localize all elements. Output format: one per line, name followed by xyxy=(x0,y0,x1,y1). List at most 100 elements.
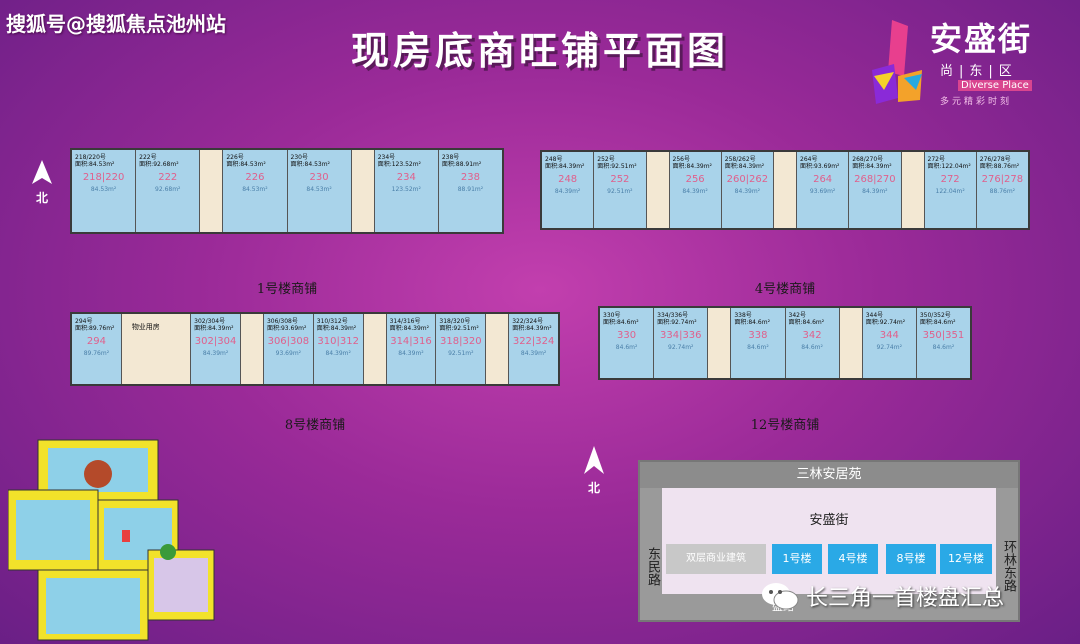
unit-big: 260|262 xyxy=(726,174,769,185)
unit-area: 面积:84.53m² xyxy=(75,161,115,168)
caption-building-8: 8号楼商铺 xyxy=(284,418,346,433)
site-map: 三林安居苑 东民路 环林东路 安盛街 双层商业建筑 1号楼 4号楼 8号楼 12… xyxy=(638,460,1020,622)
logo-tag: 多元精彩时刻 xyxy=(940,97,1013,107)
block-12: 12号楼 xyxy=(940,544,992,574)
unit-area: 面积:84.39m² xyxy=(545,163,585,170)
unit-big: 248 xyxy=(558,174,578,185)
unit-area: 面积:92.68m² xyxy=(139,161,179,168)
wechat-watermark: 长三角一首楼盘汇总 xyxy=(760,580,1004,612)
unit-big: 318|320 xyxy=(440,336,482,347)
north-arrow-2: 北 xyxy=(582,446,606,496)
north-arrow-icon xyxy=(32,160,52,184)
unit-sm: 92.74m² xyxy=(668,344,694,351)
unit-sm: 84.53m² xyxy=(90,186,117,193)
unit-sm: 84.6m² xyxy=(747,344,769,351)
unit-big: 314|316 xyxy=(390,336,432,347)
unit-no: 338号 xyxy=(734,312,752,319)
unit-area: 面积:84.39m² xyxy=(194,325,234,332)
logo-en: Diverse Place xyxy=(958,80,1032,91)
unit-area: 面积:84.39m² xyxy=(852,163,892,170)
unit-area: 面积:93.69m² xyxy=(800,163,840,170)
unit-big: 302|304 xyxy=(194,336,237,347)
north-label: 北 xyxy=(35,191,48,205)
unit-area: 面积:92.74m² xyxy=(657,319,697,326)
stairwell xyxy=(774,152,797,228)
unit-no: 334/336号 xyxy=(657,312,689,319)
stairwell xyxy=(351,150,375,232)
unit-no: 342号 xyxy=(788,312,806,319)
unit-sm: 123.52m² xyxy=(391,186,421,193)
unit-big: 234 xyxy=(396,172,416,183)
logo-name: 安盛街 xyxy=(930,20,1033,58)
block-1: 1号楼 xyxy=(772,544,822,574)
unit-sm: 84.53m² xyxy=(306,186,332,193)
unit-no: 218/220号 xyxy=(75,154,106,161)
stairwell xyxy=(839,308,863,378)
unit-no: 230号 xyxy=(290,154,308,161)
unit-big: 330 xyxy=(617,330,637,341)
north-arrow: 北 xyxy=(30,160,54,206)
unit-sm: 93.69m² xyxy=(275,350,302,357)
unit-no: 222号 xyxy=(139,154,157,161)
logo-mark-icon xyxy=(872,20,922,104)
unit-big: 276|278 xyxy=(981,174,1024,185)
unit-big: 272 xyxy=(940,174,960,185)
road-bottom: 盛路 xyxy=(662,594,996,620)
lobby-label: 物业用房 xyxy=(131,323,160,331)
stairwell xyxy=(486,314,510,384)
stairwell xyxy=(363,314,387,384)
brand-logo: 安盛街 尚|东|区 Diverse Place 多元精彩时刻 xyxy=(862,8,1062,110)
unit-sm: 92.51m² xyxy=(607,188,633,195)
road-mid: 安盛街 xyxy=(662,510,996,532)
unit-no: 294号 xyxy=(75,318,93,325)
stairwell xyxy=(240,314,264,384)
unit-sm: 84.39m² xyxy=(398,350,424,357)
unit-sm: 84.39m² xyxy=(325,350,351,357)
unit-sm: 88.76m² xyxy=(989,188,1016,195)
unit-sm: 84.6m² xyxy=(801,344,823,351)
unit-big: 222 xyxy=(158,172,178,183)
unit-area: 面积:122.04m² xyxy=(927,163,971,170)
wechat-text: 长三角一首楼盘汇总 xyxy=(806,586,1005,611)
unit-no: 344号 xyxy=(865,312,884,319)
unit-no: 310/312号 xyxy=(316,318,348,325)
unit-no: 276/278号 xyxy=(979,156,1011,163)
unit-area: 面积:92.74m² xyxy=(865,319,906,326)
unit-area: 面积:84.39m² xyxy=(512,325,552,332)
unit-big: 238 xyxy=(460,172,480,183)
unit-no: 256号 xyxy=(672,156,690,163)
stairwell xyxy=(200,150,224,232)
unit-area: 面积:89.76m² xyxy=(75,325,115,332)
unit-area: 面积:84.39m² xyxy=(389,325,430,332)
unit-sm: 84.39m² xyxy=(202,350,229,357)
unit-no: 234号 xyxy=(377,154,396,161)
